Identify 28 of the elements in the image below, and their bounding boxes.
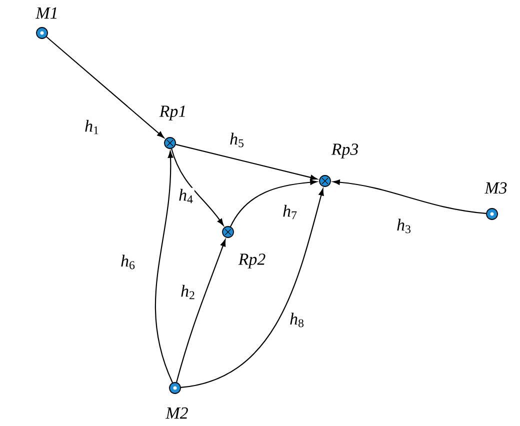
arrow	[154, 150, 174, 383]
edge-label: h$_{1}$	[84, 118, 100, 136]
node-label: M2	[166, 407, 188, 419]
node-ring	[36, 27, 48, 39]
node-label: Rp3	[331, 144, 358, 158]
arrow	[176, 239, 226, 382]
node-label: M3	[484, 182, 507, 194]
arrow	[176, 144, 318, 180]
arrow	[46, 36, 164, 138]
node-circle	[164, 137, 176, 149]
node-circle	[222, 226, 234, 238]
node-ring	[486, 208, 498, 220]
edge-label: h$_{4}$	[178, 188, 194, 204]
arrow	[171, 148, 224, 226]
edge-label: h$_{5}$	[228, 132, 246, 148]
node-label: M1	[36, 7, 56, 19]
arrow	[332, 180, 486, 214]
arrow	[230, 180, 318, 227]
edge-label: h$_{3}$	[396, 218, 412, 234]
node-label: Rp2	[238, 254, 266, 268]
edge-label: h$_{2}$	[180, 284, 196, 300]
node-label: Rp1	[159, 106, 185, 120]
edge-label: h$_{6}$	[120, 254, 136, 270]
edge-label: h$_{7}$	[282, 204, 298, 220]
edge-label: h$_{8}$	[288, 312, 306, 328]
node-ring	[169, 382, 181, 394]
node-circle	[319, 175, 331, 187]
arrow	[180, 188, 324, 388]
